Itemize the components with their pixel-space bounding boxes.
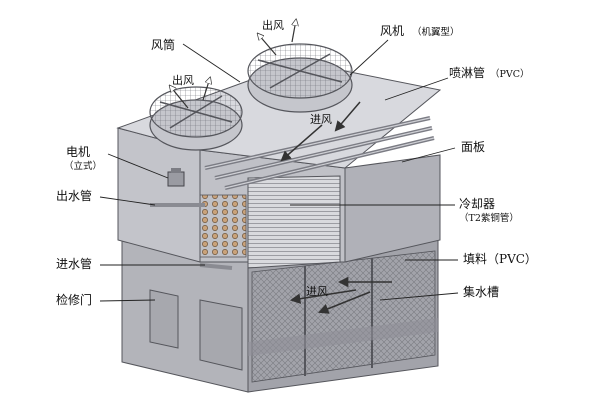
fan-label: 风机 — [380, 24, 405, 38]
air-out-label-top: 出风 — [262, 19, 284, 32]
access-door[interactable] — [149, 289, 243, 371]
air-in-arrows — [280, 101, 392, 314]
fill-label: 填料（PVC） — [463, 252, 537, 266]
fan-cylinder-left — [149, 86, 243, 151]
collection-tank-label: 集水槽 — [463, 285, 500, 299]
leader-lines — [99, 39, 459, 302]
spray-pipe-note: （PVC） — [490, 69, 530, 80]
motor-label: 电机 — [66, 145, 91, 159]
air-in-label-top: 进风 — [310, 113, 332, 126]
lower-casing — [121, 235, 439, 393]
inlet-pipe-label: 进水管 — [56, 257, 93, 271]
outlet-pipe-label: 出水管 — [56, 189, 93, 203]
air-out-arrows — [170, 20, 296, 109]
fan-cylinder-label: 风筒 — [151, 38, 176, 52]
air-in-label-bottom: 进风 — [306, 285, 328, 298]
motor — [167, 168, 185, 187]
spray-pipe-label: 喷淋管 — [449, 66, 486, 80]
cooler-note: （T2紫铜管） — [459, 213, 519, 224]
fan-note: （机翼型） — [412, 27, 460, 38]
motor-note: （立式） — [64, 161, 103, 172]
access-door-label: 检修门 — [56, 293, 93, 307]
fan-cylinder-right — [247, 43, 353, 113]
inlet-pipe — [199, 263, 233, 270]
spray-pipes — [204, 116, 435, 190]
air-out-label-left: 出风 — [172, 74, 194, 87]
cooler-label: 冷却器 — [459, 197, 496, 211]
panel-label: 面板 — [461, 140, 486, 154]
